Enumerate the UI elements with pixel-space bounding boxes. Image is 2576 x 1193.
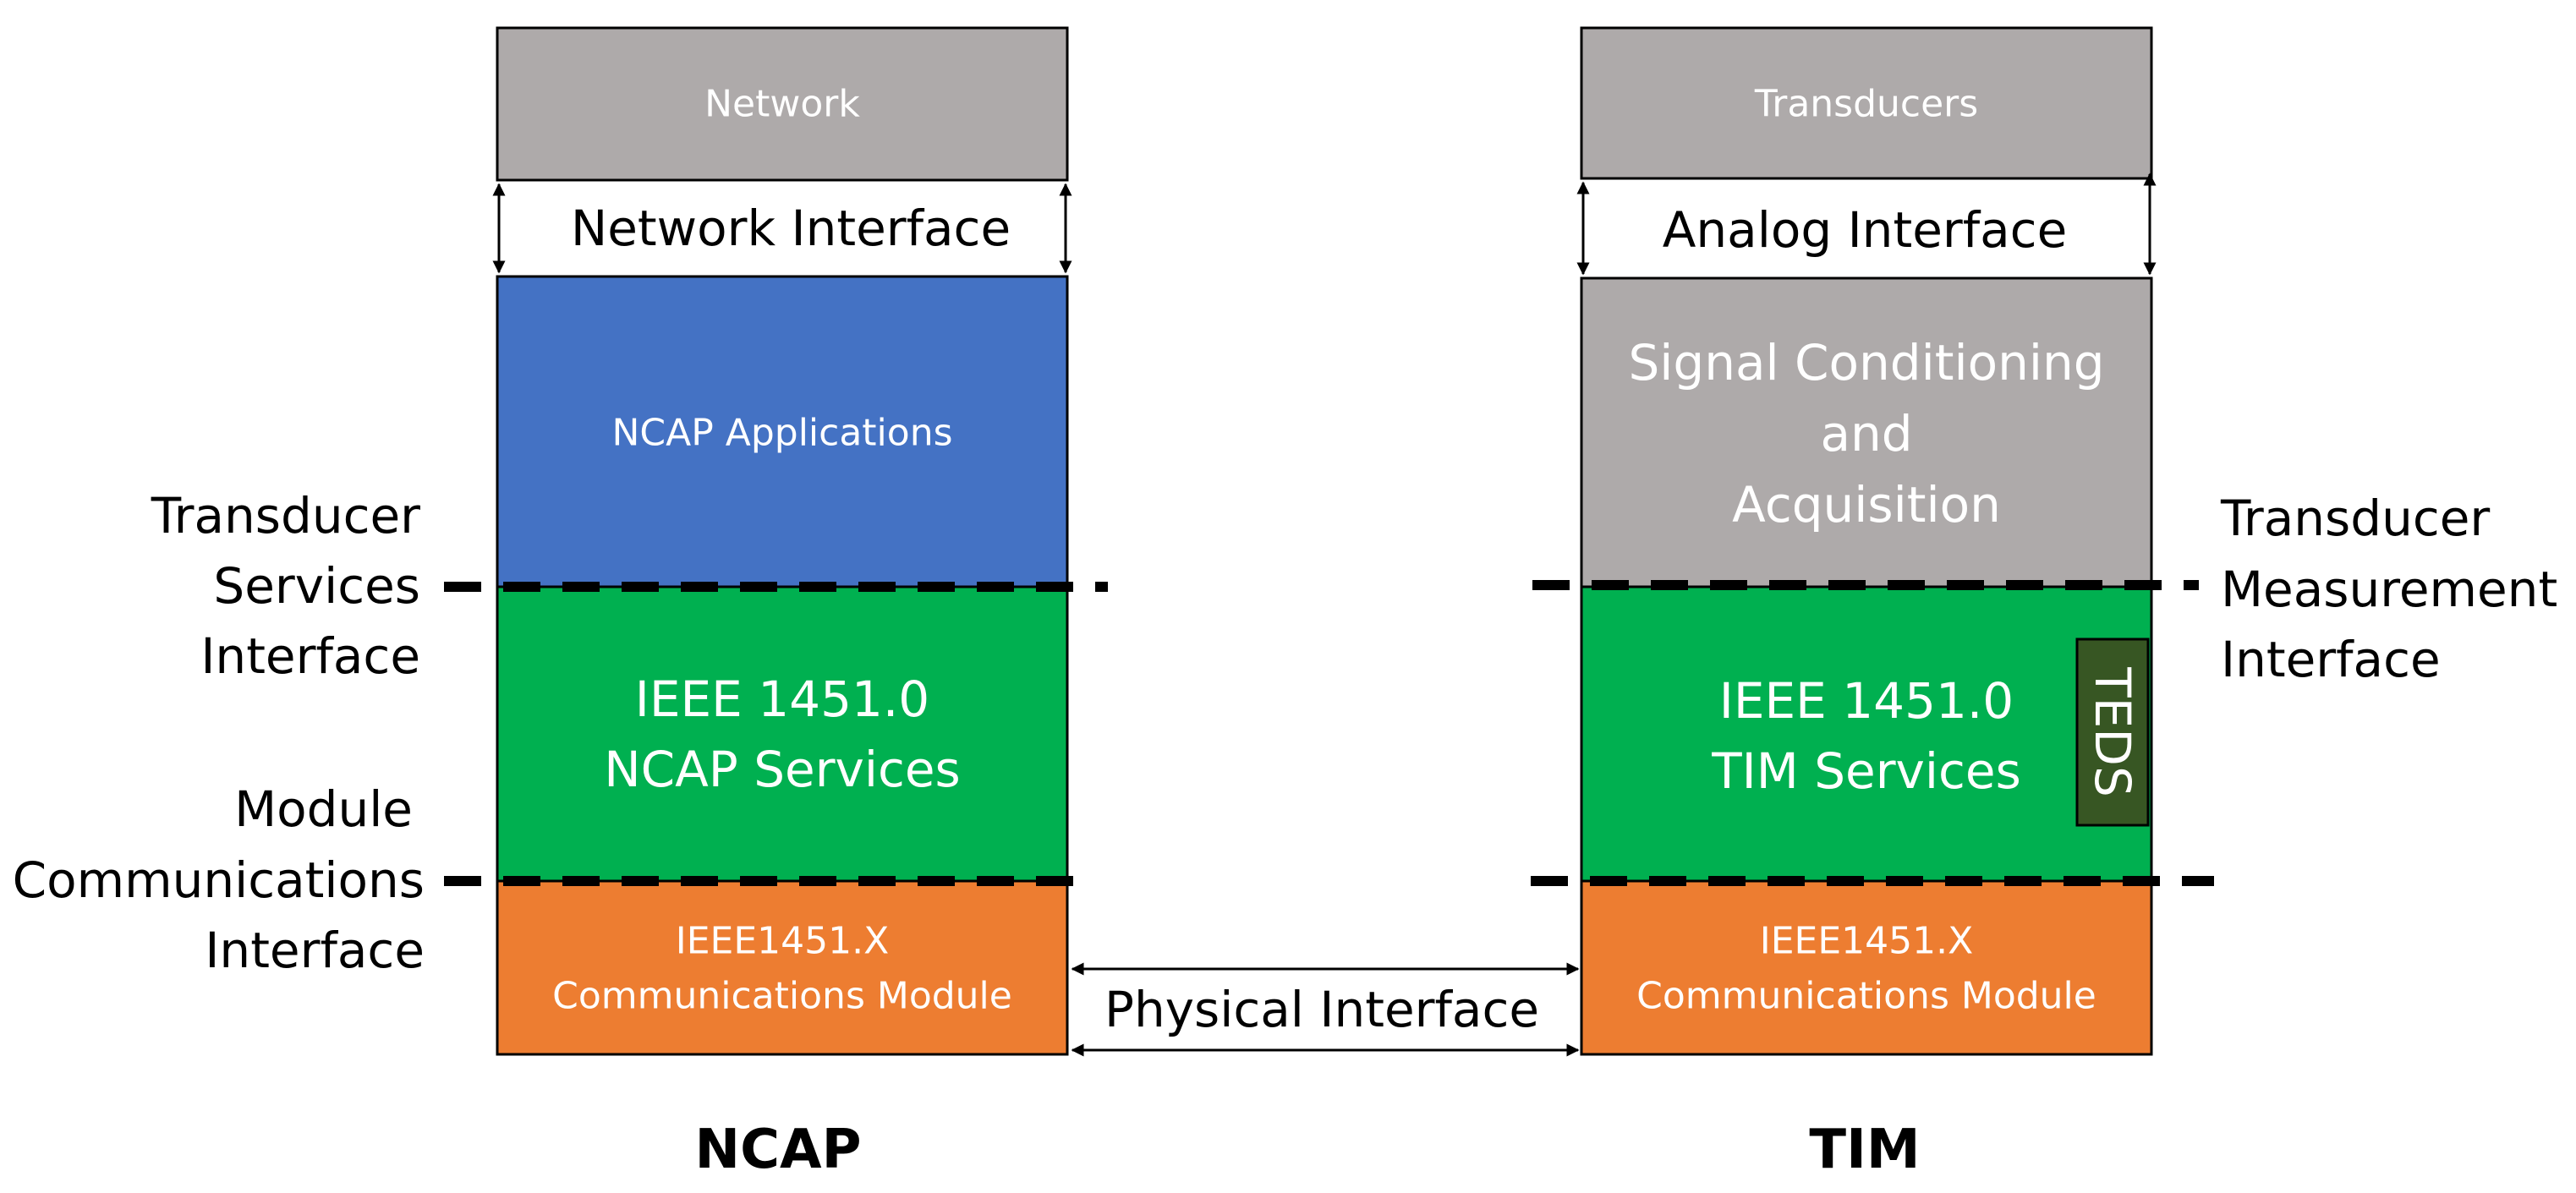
tsi-label-line1: Transducer bbox=[151, 487, 420, 545]
tim-stack: Transducers Analog Interface Signal Cond… bbox=[1576, 26, 2157, 1181]
signal-conditioning-line1: Signal Conditioning bbox=[1628, 334, 2104, 391]
physical-interface-label: Physical Interface bbox=[1104, 981, 1539, 1038]
signal-conditioning-line2: and bbox=[1820, 405, 1912, 462]
tim-title: TIM bbox=[1809, 1119, 1920, 1181]
ncap-stack: Network Network Interface NCAP Applicati… bbox=[492, 26, 1072, 1181]
ncap-applications-label: NCAP Applications bbox=[611, 412, 952, 455]
ncap-applications-box bbox=[496, 275, 1069, 588]
ncap-services-line1: IEEE 1451.0 bbox=[635, 670, 929, 728]
physical-interface: Physical Interface bbox=[1071, 962, 1580, 1057]
teds-box bbox=[2075, 638, 2150, 827]
interface-boundaries bbox=[444, 580, 2214, 886]
transducers-label: Transducers bbox=[1754, 83, 1978, 126]
ncap-services-line2: NCAP Services bbox=[604, 741, 961, 798]
tsi-label-line3: Interface bbox=[200, 627, 420, 685]
tim-comm-module-box bbox=[1580, 879, 2153, 1056]
teds-label: TEDS bbox=[2084, 666, 2141, 797]
left-labels: Transducer Services Interface Module Com… bbox=[13, 487, 425, 979]
tmi-label-line3: Interface bbox=[2221, 631, 2441, 688]
network-label: Network bbox=[704, 83, 860, 126]
tmi-label-line1: Transducer bbox=[2220, 490, 2490, 547]
mci-label-line1: Module bbox=[234, 780, 413, 838]
tim-services-line2: TIM Services bbox=[1711, 742, 2021, 800]
network-box bbox=[496, 26, 1069, 182]
mci-label-line3: Interface bbox=[205, 922, 425, 979]
ncap-comm-module-box bbox=[496, 879, 1069, 1056]
transducers-box bbox=[1580, 26, 2153, 180]
signal-conditioning-box bbox=[1580, 276, 2153, 588]
mci-label-line2: Communications bbox=[13, 851, 425, 909]
tmi-label-line2: Measurement bbox=[2221, 561, 2557, 618]
analog-interface-label: Analog Interface bbox=[1663, 201, 2068, 259]
ncap-comm-line2: Communications Module bbox=[552, 975, 1012, 1018]
tsi-label-line2: Services bbox=[213, 557, 420, 615]
ncap-services-box bbox=[496, 585, 1069, 883]
network-interface-label: Network Interface bbox=[571, 200, 1011, 257]
ncap-title: NCAP bbox=[695, 1119, 862, 1181]
tim-comm-line1: IEEE1451.X bbox=[1760, 920, 1973, 963]
tim-comm-line2: Communications Module bbox=[1636, 975, 2096, 1018]
ncap-comm-line1: IEEE1451.X bbox=[676, 920, 889, 963]
right-labels: Transducer Measurement Interface bbox=[2220, 490, 2557, 688]
tim-services-line1: IEEE 1451.0 bbox=[1719, 672, 2014, 730]
signal-conditioning-line3: Acquisition bbox=[1732, 476, 2001, 534]
tim-services-box bbox=[1580, 585, 2153, 883]
